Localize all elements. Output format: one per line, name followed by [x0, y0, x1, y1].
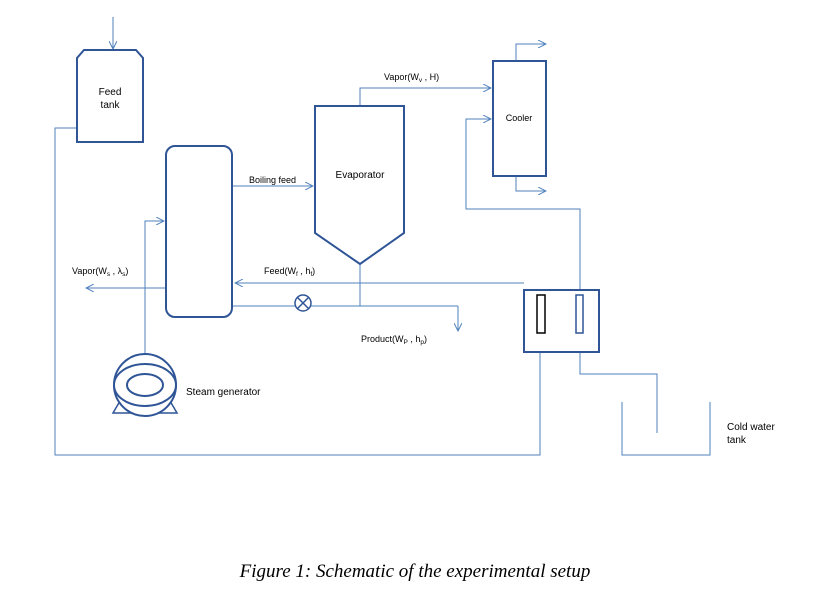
cooler: Cooler	[492, 60, 547, 177]
evaporator-label: Evaporator	[336, 170, 386, 181]
steam-supply-line	[144, 221, 164, 365]
cooling-water-loop	[465, 119, 581, 290]
heater-column	[165, 145, 233, 318]
figure-caption: Figure 1: Schematic of the experimental …	[239, 561, 591, 582]
vapor-to-cooler-line	[359, 88, 491, 106]
vapor-top-label: Vapor(Wv , H)	[384, 72, 439, 84]
boiling-feed-label: Boiling feed	[249, 175, 296, 185]
cold-water-tank	[621, 402, 711, 456]
evaporator: Evaporator	[314, 105, 405, 266]
steam-generator-label: Steam generator	[186, 387, 261, 398]
cooler-top-outlet	[515, 44, 546, 61]
heat-exchanger-element-right	[575, 294, 584, 334]
steam-vapor-label: Vapor(Ws , λs)	[72, 266, 128, 278]
valve-icon	[294, 294, 312, 312]
heat-exchanger	[523, 289, 600, 353]
cooler-label: Cooler	[506, 113, 533, 123]
cold-water-tank-label-2: tank	[727, 435, 747, 446]
cold-water-tank-label-1: Cold water	[727, 422, 775, 433]
feed-tank-label-2: tank	[101, 100, 121, 111]
pipes	[54, 17, 658, 456]
product-label: Product(WP , hp)	[361, 334, 427, 346]
feed-label: Feed(Wf , hf)	[264, 266, 315, 278]
cold-water-supply-line	[579, 337, 658, 433]
feed-tank: Feed tank	[76, 49, 144, 143]
heat-exchanger-element-left	[536, 294, 546, 334]
feed-tank-label-1: Feed	[99, 87, 122, 98]
feed-return-line	[54, 127, 541, 456]
cooler-bottom-outlet	[515, 176, 546, 191]
steam-generator	[111, 353, 179, 417]
